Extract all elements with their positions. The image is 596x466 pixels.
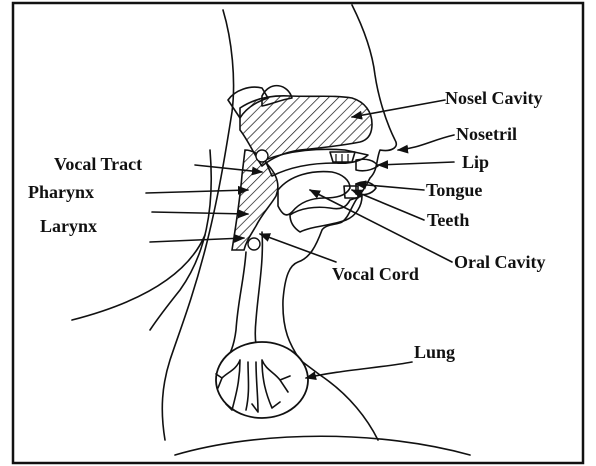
tongue-leader bbox=[356, 184, 424, 190]
chest-curve bbox=[175, 436, 470, 455]
lip-leader bbox=[378, 162, 454, 165]
body-curve-outer bbox=[72, 235, 205, 320]
vocal-cord-mark bbox=[248, 238, 260, 250]
teeth-tips bbox=[336, 154, 348, 162]
label-oral-cavity: Oral Cavity bbox=[454, 252, 546, 272]
teeth-leader bbox=[352, 190, 424, 220]
pharynx-region bbox=[232, 150, 278, 250]
label-vocal-cord: Vocal Cord bbox=[332, 264, 419, 284]
label-larynx: Larynx bbox=[40, 216, 97, 236]
larynx-leader-lower bbox=[150, 238, 244, 242]
label-pharynx: Pharynx bbox=[28, 182, 94, 202]
lung-leader bbox=[306, 362, 412, 378]
label-tongue: Tongue bbox=[426, 180, 482, 200]
label-vocal-tract: Vocal Tract bbox=[54, 154, 142, 174]
label-nasal-cavity: Nosel Cavity bbox=[445, 88, 543, 108]
label-lung: Lung bbox=[414, 342, 455, 362]
lung-shape bbox=[216, 342, 308, 418]
label-teeth: Teeth bbox=[427, 210, 469, 230]
trachea-right-wall bbox=[255, 232, 262, 360]
uvula bbox=[256, 150, 268, 162]
vocal-cord-leader bbox=[260, 234, 336, 262]
label-lip: Lip bbox=[462, 152, 489, 172]
larynx-leader-upper bbox=[152, 212, 248, 214]
pharynx-leader bbox=[146, 190, 248, 193]
label-nostril: Nosetril bbox=[456, 124, 517, 144]
nostril-leader bbox=[398, 135, 454, 150]
